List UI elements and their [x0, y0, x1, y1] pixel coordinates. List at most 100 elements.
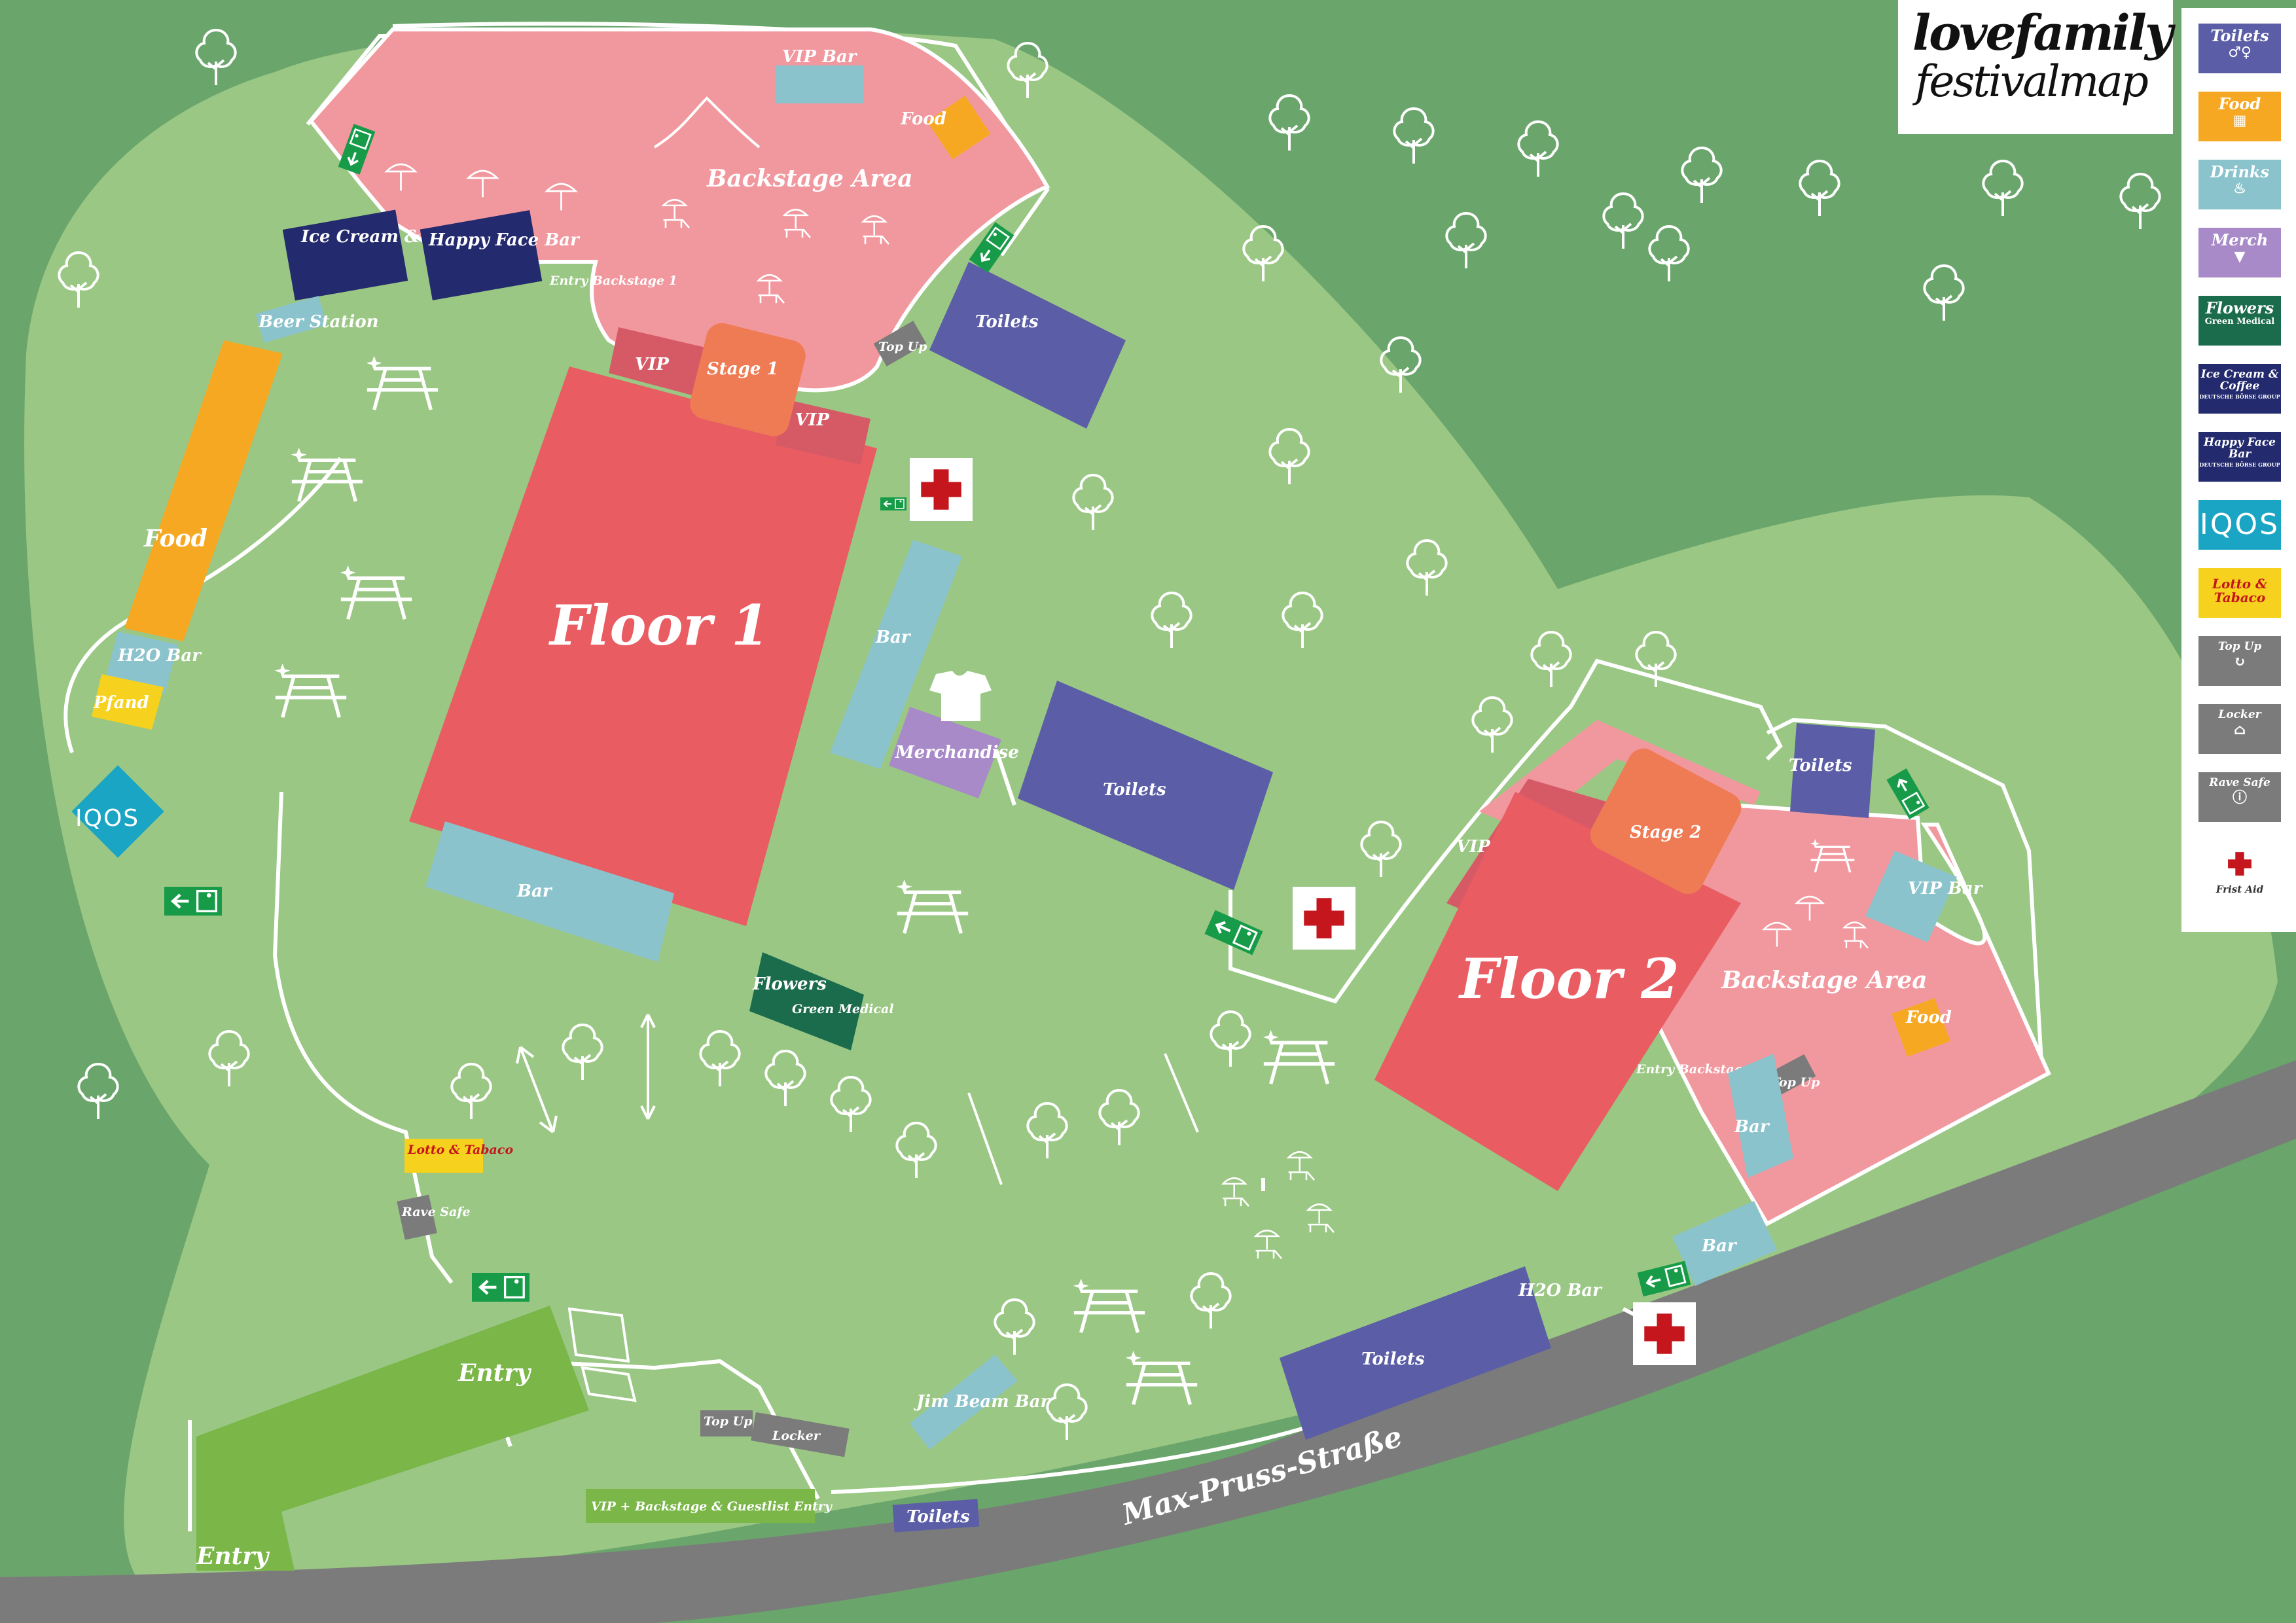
svg-text:Rave Safe: Rave Safe — [401, 1205, 471, 1219]
pfand-stand[interactable]: Pfand — [92, 674, 164, 730]
svg-text:H2O Bar: H2O Bar — [1518, 1281, 1603, 1300]
bar-road[interactable]: Bar — [1672, 1201, 1777, 1286]
svg-text:Merchandise: Merchandise — [895, 743, 1019, 762]
festival-logo: lovefamily festivalmap — [1898, 0, 2173, 134]
bar-floor-2[interactable]: Bar — [1728, 1054, 1793, 1178]
svg-text:Toilets: Toilets — [975, 312, 1039, 332]
toilets-right[interactable]: Toilets — [1789, 723, 1875, 818]
vip-bar-right[interactable]: VIP Bar — [1865, 851, 1984, 942]
legend-top-up: Top Up↻ — [2198, 636, 2281, 686]
locker[interactable]: Locker — [751, 1412, 850, 1457]
legend-food: Food▦ — [2198, 92, 2281, 141]
svg-text:Bar: Bar — [516, 882, 553, 901]
svg-text:Top Up: Top Up — [878, 340, 927, 354]
floor-2-label: Floor 2 — [1458, 946, 1679, 1011]
toilets-top[interactable]: Toilets — [929, 262, 1126, 429]
svg-text:Food: Food — [143, 525, 207, 552]
stage-1-label: Stage 1 — [707, 359, 779, 379]
svg-text:VIP Bar: VIP Bar — [782, 47, 858, 67]
toilets-small[interactable]: Toilets — [892, 1499, 980, 1533]
beer-station[interactable]: Beer Station — [255, 296, 379, 343]
lotto-tabaco[interactable]: Lotto & Tabaco — [404, 1139, 513, 1173]
vip-right-label: VIP — [795, 410, 830, 430]
svg-text:Toilets: Toilets — [1103, 780, 1166, 800]
food-stand-top[interactable]: Food — [900, 96, 991, 160]
entry-main[interactable] — [196, 1306, 589, 1571]
svg-text:IQOS: IQOS — [75, 805, 139, 832]
floor-2[interactable] — [1374, 792, 1741, 1191]
svg-text:Toilets: Toilets — [1361, 1349, 1425, 1369]
food-stand-right[interactable]: Food — [1892, 998, 1952, 1057]
vip-left-label: VIP — [635, 355, 670, 374]
top-up-1[interactable]: Top Up — [873, 321, 927, 366]
svg-text:Green Medical: Green Medical — [792, 1002, 894, 1016]
rave-safe[interactable]: Rave Safe — [397, 1194, 471, 1240]
floor-1[interactable] — [409, 366, 877, 926]
first-aid-icon[interactable] — [1293, 887, 1355, 950]
toilets-bottom[interactable]: Toilets — [1280, 1266, 1551, 1440]
food-stand-left[interactable]: Food — [124, 340, 283, 641]
stage-2-label: Stage 2 — [1630, 823, 1702, 842]
first-aid-icon[interactable] — [910, 458, 973, 521]
svg-text:Pfand: Pfand — [93, 693, 149, 713]
top-up-icon: ↻ — [2233, 652, 2246, 670]
stage-2[interactable] — [1585, 743, 1747, 899]
svg-text:Top Up: Top Up — [704, 1414, 753, 1429]
logo-line-1: lovefamily — [1912, 5, 2173, 62]
stage-1[interactable] — [687, 320, 809, 440]
svg-text:Toilets: Toilets — [906, 1507, 970, 1527]
bar-floor-1[interactable]: Bar — [425, 821, 674, 962]
svg-text:Lotto & Tabaco: Lotto & Tabaco — [407, 1143, 513, 1157]
legend-drinks: Drinks♨ — [2198, 160, 2281, 209]
merchandise-stand[interactable]: Merchandise — [889, 671, 1019, 798]
svg-text:Food: Food — [1905, 1008, 1952, 1027]
bar-vertical[interactable]: Bar — [830, 540, 962, 769]
svg-text:VIP Bar: VIP Bar — [1908, 879, 1984, 899]
backstage-1-decor — [386, 96, 890, 304]
backstage-area-1 — [308, 27, 1050, 393]
legend-toilets: Toilets♂♀ — [2198, 24, 2281, 73]
entry-main-label: Entry — [457, 1359, 531, 1387]
vip-left[interactable] — [609, 327, 717, 399]
svg-text:Bar: Bar — [1734, 1117, 1770, 1137]
vip-right[interactable] — [776, 399, 870, 465]
logo-line-2: festivalmap — [1915, 56, 2149, 107]
svg-text:Flowers: Flowers — [752, 974, 827, 994]
svg-text:Beer Station: Beer Station — [258, 312, 379, 332]
first-aid-icon — [2228, 852, 2251, 876]
legend-merch: Merch▼ — [2198, 228, 2281, 277]
legend-happy-face-sub: DEUTSCHE BÖRSE GROUP — [2199, 461, 2280, 468]
jim-beam-bar[interactable]: Jim Beam Bar — [910, 1355, 1050, 1450]
h2o-bar-left[interactable]: H2O Bar — [105, 632, 202, 694]
svg-text:H2O Bar: H2O Bar — [117, 646, 202, 666]
turnstiles — [567, 1307, 637, 1402]
info-icon: ⓘ — [2232, 789, 2247, 806]
vip-bar-top[interactable]: VIP Bar — [776, 47, 864, 103]
svg-text:Happy Face Bar: Happy Face Bar — [428, 230, 581, 250]
svg-text:Bar: Bar — [875, 628, 912, 647]
legend-first-aid: Frist Aid — [2198, 846, 2281, 895]
toilet-icon: ♂♀ — [2228, 44, 2251, 62]
toilets-mid[interactable]: Toilets — [1018, 681, 1273, 890]
happy-face-bar[interactable]: Happy Face Bar — [420, 210, 581, 300]
tshirt-icon — [929, 671, 992, 721]
entry-left-label: Entry — [196, 1543, 270, 1570]
food-stall-icon: ▦ — [2233, 112, 2247, 130]
first-aid-icon[interactable] — [1633, 1302, 1696, 1365]
h2o-bar-bottom[interactable]: H2O Bar — [1518, 1281, 1603, 1300]
floor-1-label: Floor 1 — [548, 593, 770, 658]
entry-backstage-1-label: Entry Backstage 1 — [549, 274, 677, 288]
backstage-1-label: Backstage Area — [706, 165, 913, 192]
hanger-icon: ⌂ — [2233, 721, 2246, 738]
flowers-stand[interactable]: Flowers Green Medical — [749, 952, 894, 1050]
legend-lotto: Lotto & Tabaco — [2198, 568, 2281, 618]
vip-backstage-guestlist-entry[interactable]: VIP + Backstage & Guestlist Entry — [586, 1489, 833, 1523]
top-up-3[interactable]: Top Up — [700, 1410, 753, 1436]
road — [0, 1060, 2296, 1623]
svg-text:Locker: Locker — [772, 1429, 821, 1443]
